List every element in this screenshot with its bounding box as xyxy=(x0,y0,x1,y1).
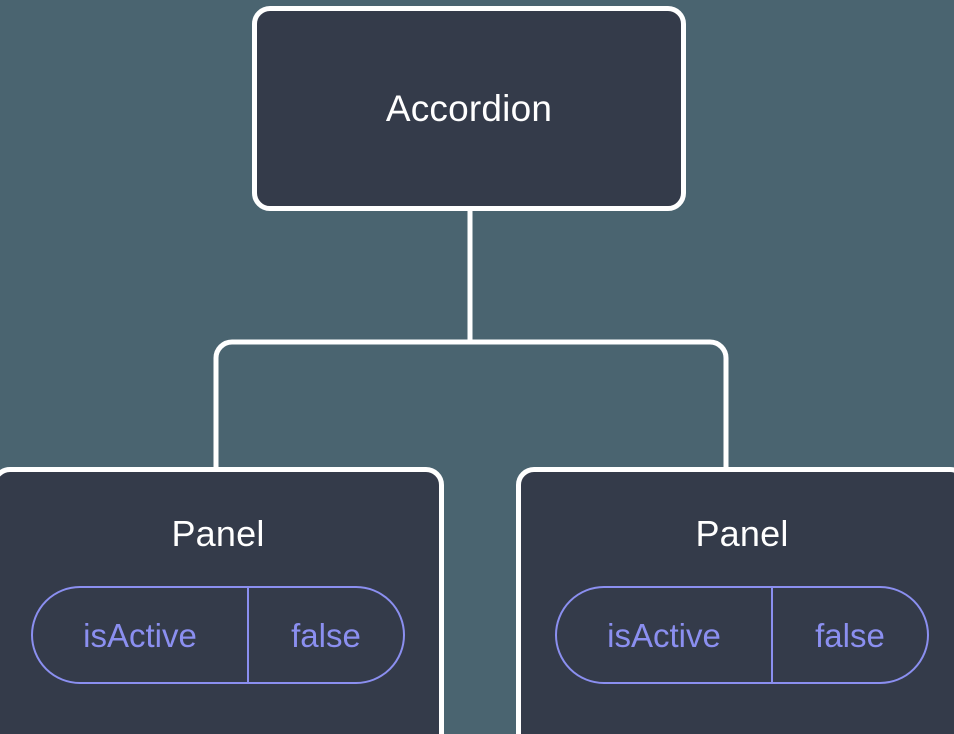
prop-divider-1 xyxy=(247,588,249,682)
prop-key-2: isActive xyxy=(607,616,721,654)
node-accordion-title: Accordion xyxy=(385,88,553,129)
prop-value-2: false xyxy=(815,616,885,654)
node-panel-2-title: Panel xyxy=(695,513,789,554)
prop-divider-2 xyxy=(771,588,773,682)
prop-value-1: false xyxy=(291,616,361,654)
prop-pill-isactive-2[interactable]: isActive false xyxy=(555,586,929,684)
node-accordion[interactable]: Accordion xyxy=(252,6,686,211)
node-panel-2[interactable]: Panel isActive false xyxy=(516,467,954,734)
node-panel-1[interactable]: Panel isActive false xyxy=(0,467,444,734)
prop-key-1: isActive xyxy=(83,616,197,654)
node-panel-1-title: Panel xyxy=(171,513,265,554)
prop-pill-isactive-1[interactable]: isActive false xyxy=(31,586,405,684)
connector-branch-left xyxy=(213,339,470,470)
connector-branch-right xyxy=(470,339,729,470)
